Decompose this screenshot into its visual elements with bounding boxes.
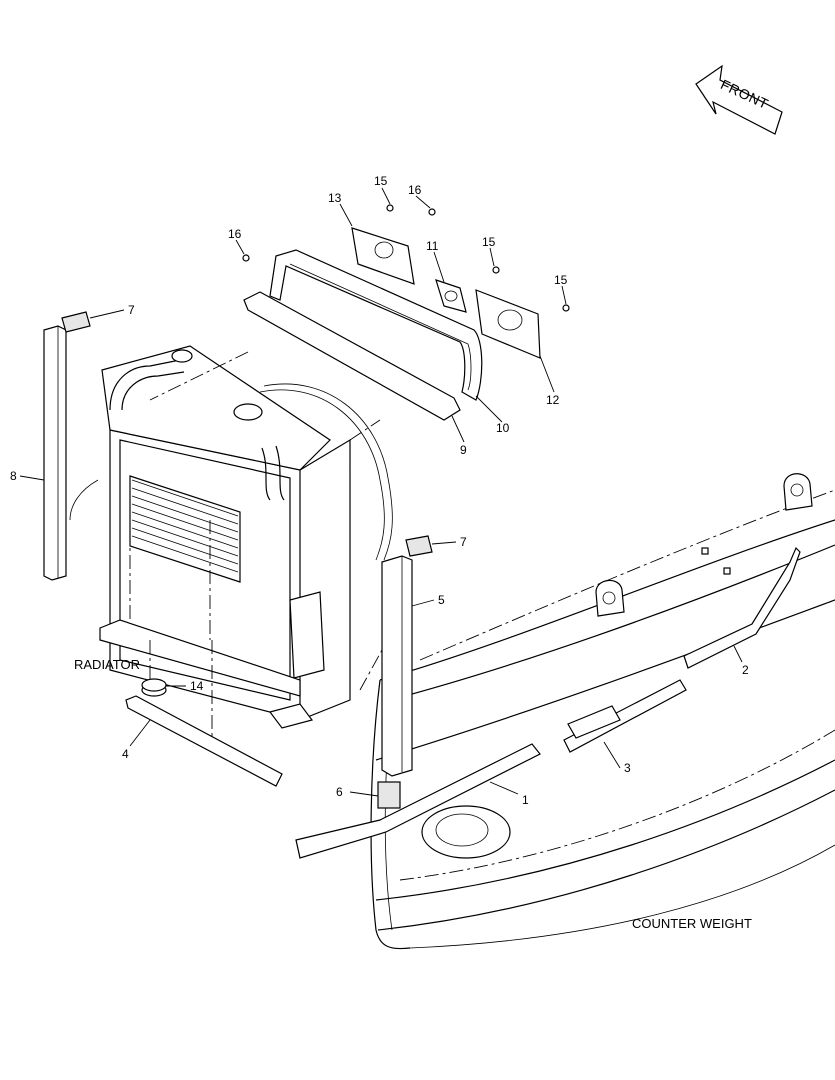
part-5-seal bbox=[381, 555, 413, 777]
callout-2: 2 bbox=[742, 663, 749, 677]
part-8-seal bbox=[43, 325, 67, 581]
callout-10: 10 bbox=[496, 421, 510, 435]
callout-7b: 7 bbox=[460, 535, 467, 549]
counter-weight-outline bbox=[370, 473, 835, 950]
part-2-bracket bbox=[683, 546, 801, 669]
bolt-15-b-icon bbox=[492, 266, 500, 274]
part-4-seal bbox=[125, 695, 283, 787]
bolt-15-a-icon bbox=[386, 204, 394, 212]
part-3-plate bbox=[563, 679, 687, 753]
radiator-label: RADIATOR bbox=[74, 657, 140, 672]
part-7-block-left bbox=[61, 311, 91, 333]
part-1-bracket bbox=[295, 743, 541, 859]
bolt-16-a-icon bbox=[428, 208, 436, 216]
part-11-plate bbox=[435, 279, 467, 313]
part-7-block-right bbox=[405, 535, 433, 557]
callout-4: 4 bbox=[122, 747, 129, 761]
callout-15c: 15 bbox=[554, 273, 568, 287]
callout-13: 13 bbox=[328, 191, 342, 205]
callout-12: 12 bbox=[546, 393, 560, 407]
callout-9: 9 bbox=[460, 443, 467, 457]
callout-1: 1 bbox=[522, 793, 529, 807]
part-12-plate bbox=[475, 289, 541, 359]
callout-6: 6 bbox=[336, 785, 343, 799]
callout-8: 8 bbox=[10, 469, 17, 483]
bolt-16-b-icon bbox=[242, 254, 250, 262]
part-14-grommet bbox=[141, 678, 167, 697]
callout-16a: 16 bbox=[408, 183, 422, 197]
callout-16b: 16 bbox=[228, 227, 242, 241]
callout-15a: 15 bbox=[374, 174, 388, 188]
part-6-block bbox=[377, 781, 401, 809]
callouts: 15 16 16 13 11 15 15 12 10 9 7 7 5 8 14 … bbox=[10, 174, 749, 807]
bolt-15-c-icon bbox=[562, 304, 570, 312]
callout-3: 3 bbox=[624, 761, 631, 775]
part-10-shroud bbox=[269, 249, 483, 401]
counter-weight-label: COUNTER WEIGHT bbox=[632, 916, 752, 931]
callout-15b: 15 bbox=[482, 235, 496, 249]
part-9-bracket bbox=[243, 291, 461, 421]
radiator-assembly bbox=[69, 345, 393, 745]
callout-11: 11 bbox=[426, 239, 439, 253]
leader-lines bbox=[19, 187, 743, 797]
part-13-plate bbox=[351, 227, 415, 285]
callout-7a: 7 bbox=[128, 303, 135, 317]
callout-5: 5 bbox=[438, 593, 445, 607]
callout-14: 14 bbox=[190, 679, 204, 693]
front-arrow-icon: FRONT bbox=[695, 64, 783, 135]
